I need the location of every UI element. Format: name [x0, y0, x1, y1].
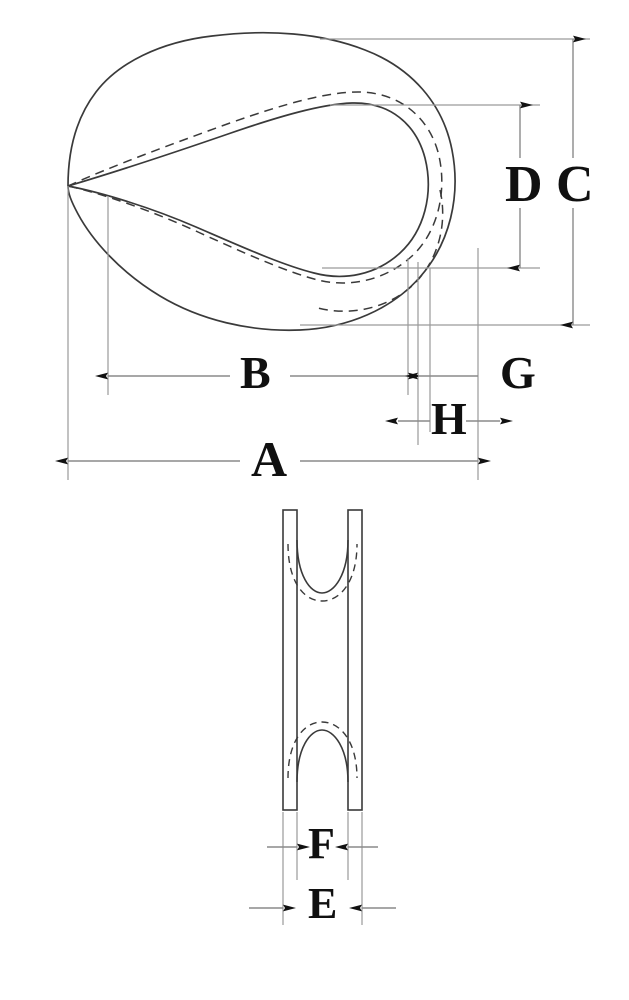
front-view-extension-lines [67, 38, 590, 480]
dimension-label-B: B [240, 347, 271, 398]
dimension-label-H: H [431, 393, 467, 444]
side-view-geometry [282, 509, 363, 811]
dimension-label-E: E [308, 879, 338, 928]
dimension-label-F: F [308, 819, 335, 868]
dimension-label-C: C [556, 156, 594, 213]
front-view-outer-profile [67, 31, 456, 332]
dimension-label-A: A [251, 431, 288, 487]
dimension-label-D: D [505, 156, 543, 213]
front-view-inner-groove-profile [67, 102, 430, 278]
front-view-hidden-lines [67, 91, 444, 312]
dimension-label-G: G [500, 347, 536, 398]
